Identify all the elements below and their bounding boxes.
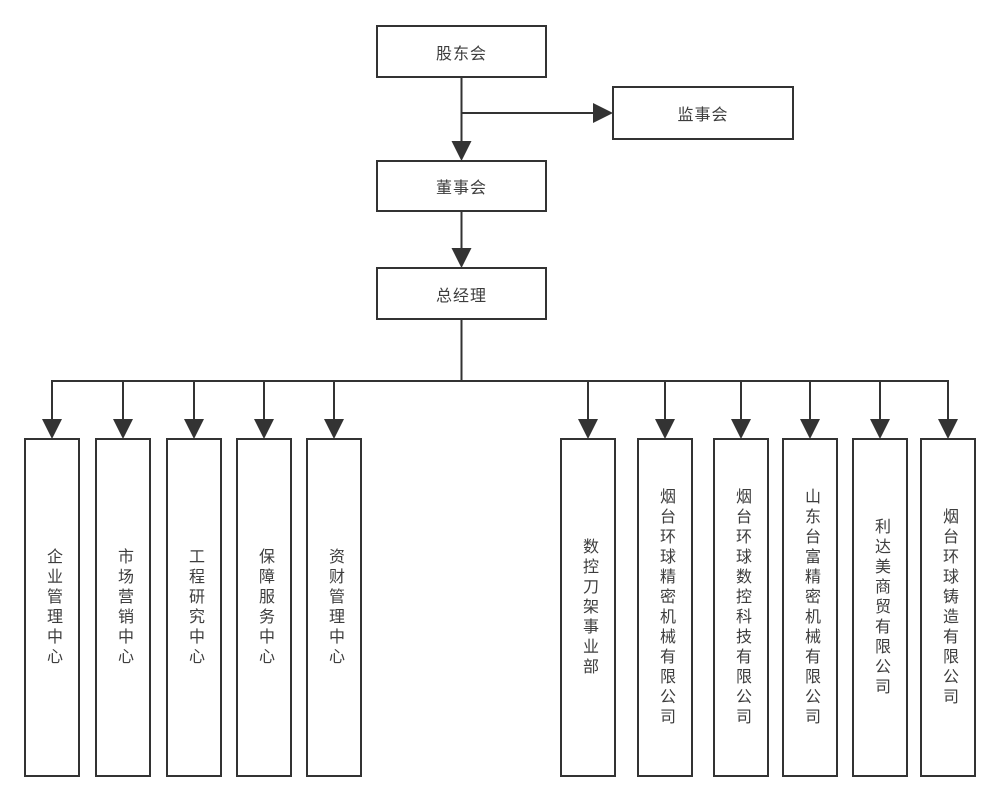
subsidiary-yantai-global-casting-label: 烟台环球铸造有限公司 bbox=[940, 507, 957, 708]
subsidiary-yantai-global-cnc-technology-label: 烟台环球数控科技有限公司 bbox=[733, 487, 750, 728]
node-supervisory-board: 监事会 bbox=[612, 86, 794, 140]
subsidiary-yantai-global-cnc-technology: 烟台环球数控科技有限公司 bbox=[713, 438, 769, 777]
dept-marketing-center: 市场营销中心 bbox=[95, 438, 151, 777]
node-general-manager-label: 总经理 bbox=[435, 287, 487, 305]
dept-support-service-center: 保障服务中心 bbox=[236, 438, 292, 777]
dept-engineering-research-center-label: 工程研究中心 bbox=[186, 547, 203, 668]
node-board-of-directors-label: 董事会 bbox=[435, 180, 487, 197]
node-general-manager: 总经理 bbox=[376, 267, 547, 320]
dept-support-service-center-label: 保障服务中心 bbox=[256, 547, 273, 668]
dept-marketing-center-label: 市场营销中心 bbox=[115, 547, 132, 668]
subsidiary-yantai-global-precision-machinery: 烟台环球精密机械有限公司 bbox=[637, 438, 693, 777]
dept-cnc-turret-division: 数控刀架事业部 bbox=[560, 438, 616, 777]
node-board-of-directors: 董事会 bbox=[376, 160, 547, 212]
subsidiary-lidamei-trading: 利达美商贸有限公司 bbox=[852, 438, 908, 777]
subsidiary-shandong-taifu-precision-machinery-label: 山东台富精密机械有限公司 bbox=[802, 487, 819, 728]
dept-asset-management-center: 资财管理中心 bbox=[306, 438, 362, 777]
node-supervisory-board-label: 监事会 bbox=[677, 107, 729, 124]
dept-engineering-research-center: 工程研究中心 bbox=[166, 438, 222, 777]
dept-cnc-turret-division-label: 数控刀架事业部 bbox=[580, 537, 597, 678]
dept-enterprise-management-center: 企业管理中心 bbox=[24, 438, 80, 777]
subsidiary-yantai-global-casting: 烟台环球铸造有限公司 bbox=[920, 438, 976, 777]
subsidiary-yantai-global-precision-machinery-label: 烟台环球精密机械有限公司 bbox=[657, 487, 674, 728]
node-shareholders-meeting: 股东会 bbox=[376, 25, 547, 78]
subsidiary-lidamei-trading-label: 利达美商贸有限公司 bbox=[872, 517, 889, 698]
node-shareholders-meeting-label: 股东会 bbox=[435, 45, 487, 63]
dept-enterprise-management-center-label: 企业管理中心 bbox=[44, 547, 61, 668]
dept-asset-management-center-label: 资财管理中心 bbox=[326, 547, 343, 668]
subsidiary-shandong-taifu-precision-machinery: 山东台富精密机械有限公司 bbox=[782, 438, 838, 777]
